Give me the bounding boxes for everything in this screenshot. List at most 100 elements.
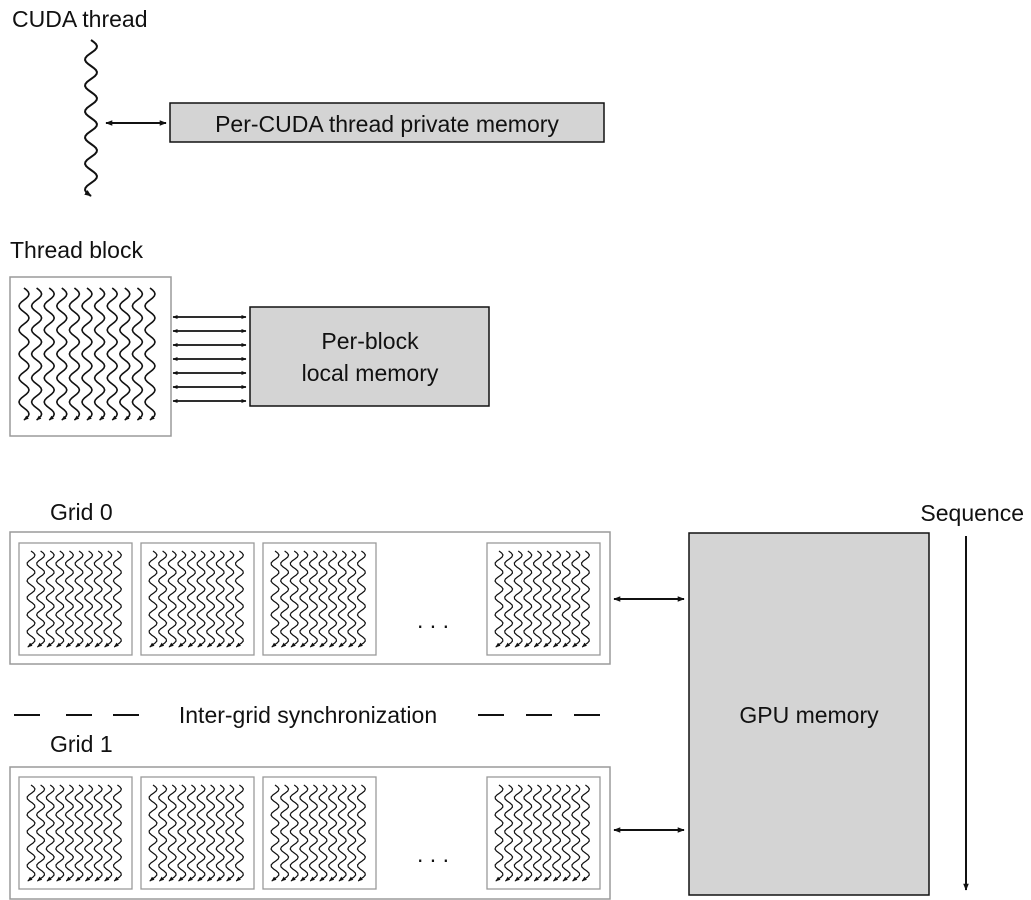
- grid-1-thread-squiggle: [186, 784, 197, 882]
- grid-1-thread-squiggle: [55, 784, 65, 882]
- grid-1-thread-squiggle: [308, 784, 319, 882]
- grid-1-thread-squiggle: [103, 784, 113, 882]
- grid-0-thread-squiggle: [523, 550, 533, 648]
- grid-1-thread-squiggle: [196, 784, 206, 882]
- grid-1-thread-squiggle: [532, 784, 543, 882]
- cuda-thread-squiggle: [83, 39, 99, 197]
- grid-1-thread-squiggle: [93, 784, 103, 882]
- per-block-memory-box: [249, 306, 490, 407]
- grid-1-thread-squiggle: [270, 784, 280, 882]
- block-thread-squiggle: [55, 287, 68, 421]
- grid-0-thread-squiggle: [279, 550, 290, 648]
- grid-0-thread-squiggle: [157, 550, 168, 648]
- grid-0-frame: [9, 531, 611, 665]
- grid-1-thread-squiggle: [551, 784, 562, 882]
- grid-0-thread-squiggle: [561, 550, 571, 648]
- grid-0-thread-squiggle: [225, 550, 235, 648]
- grid-1-thread-squiggle: [112, 784, 123, 882]
- grid-1-thread-squiggle: [347, 784, 357, 882]
- grid-0-thread-squiggle: [93, 550, 103, 648]
- grid-0-thread-squiggle: [205, 550, 216, 648]
- block-thread-squiggle: [93, 287, 106, 421]
- grid-1-thread-squiggle: [561, 784, 571, 882]
- thread-block-frame: [9, 276, 172, 437]
- thread-block-memory-arrows: [172, 315, 247, 403]
- grid-0-thread-squiggle: [337, 550, 347, 648]
- grid-1-thread-squiggle: [356, 784, 367, 882]
- grid-1-thread-squiggle: [318, 784, 328, 882]
- per-block-memory-label-line2: local memory: [302, 360, 439, 386]
- gpu-memory-box: [688, 532, 930, 896]
- grid-1-thread-squiggle: [580, 784, 591, 882]
- grid-0-thread-squiggle: [494, 550, 504, 648]
- grid-1-thread-squiggle: [35, 784, 46, 882]
- grid-1-thread-squiggle: [279, 784, 290, 882]
- grid-0-thread-squiggle: [347, 550, 357, 648]
- block-thread-squiggle: [18, 287, 30, 421]
- grid-0-thread-squiggle: [215, 550, 225, 648]
- grid-0-thread-squiggle: [532, 550, 543, 648]
- grid-0-thread-squiggle: [551, 550, 562, 648]
- grid-1-thread-squiggle: [177, 784, 187, 882]
- grid-1-frame: [9, 766, 611, 900]
- grid-1-thread-squiggle: [337, 784, 347, 882]
- grid-0-thread-squiggle: [308, 550, 319, 648]
- grid-1-thread-squiggle: [74, 784, 84, 882]
- grid-1-thread-squiggle: [225, 784, 235, 882]
- grid-1-thread-squiggle: [327, 784, 338, 882]
- grid-0-block-frame: [486, 542, 601, 656]
- grid-1-thread-squiggle: [45, 784, 55, 882]
- grid-1-thread-squiggle: [26, 784, 36, 882]
- grid-0-thread-squiggle: [234, 550, 245, 648]
- grid-1-thread-squiggle: [503, 784, 514, 882]
- thread-private-memory-box: [169, 102, 605, 143]
- grid-0-block-frame: [18, 542, 133, 656]
- grid-0-thread-squiggle: [83, 550, 94, 648]
- block-thread-squiggle: [118, 287, 131, 421]
- grid-1-blocks: [18, 776, 601, 890]
- grid-0-thread-squiggle: [112, 550, 123, 648]
- grid-0-thread-squiggle: [64, 550, 75, 648]
- grid-0-thread-squiggle: [327, 550, 338, 648]
- grid-0-thread-squiggle: [26, 550, 36, 648]
- thread-block-threads: [18, 287, 156, 421]
- block-thread-squiggle: [144, 287, 156, 421]
- grid-0-thread-squiggle: [270, 550, 280, 648]
- grid-1-ellipsis: . . .: [417, 841, 449, 867]
- grid-1-thread-squiggle: [571, 784, 581, 882]
- grid-1-block-frame: [486, 776, 601, 890]
- grid-1-thread-squiggle: [215, 784, 225, 882]
- grid-0-blocks: [18, 542, 601, 656]
- grid-1-block-frame: [18, 776, 133, 890]
- grid-0-thread-squiggle: [571, 550, 581, 648]
- block-thread-squiggle: [30, 287, 43, 421]
- grid-1-thread-squiggle: [167, 784, 177, 882]
- grid-0-thread-squiggle: [503, 550, 514, 648]
- grid-0-thread-squiggle: [356, 550, 367, 648]
- cuda-thread-title: CUDA thread: [12, 6, 148, 32]
- grid-1-thread-squiggle: [234, 784, 245, 882]
- block-thread-squiggle: [43, 287, 56, 421]
- grid-0-block-frame: [262, 542, 377, 656]
- grid-1-thread-squiggle: [513, 784, 523, 882]
- grid-1-thread-squiggle: [494, 784, 504, 882]
- grid-0-thread-squiggle: [148, 550, 158, 648]
- grid-1-thread-squiggle: [148, 784, 158, 882]
- grid-0-thread-squiggle: [318, 550, 328, 648]
- grid-0-thread-squiggle: [580, 550, 591, 648]
- inter-grid-sync-label: Inter-grid synchronization: [179, 702, 437, 728]
- grid-1-thread-squiggle: [64, 784, 75, 882]
- grid-1-thread-squiggle: [523, 784, 533, 882]
- grid-0-thread-squiggle: [542, 550, 552, 648]
- grid-1-thread-squiggle: [299, 784, 309, 882]
- thread-private-memory-label: Per-CUDA thread private memory: [215, 111, 559, 137]
- grid-0-thread-squiggle: [186, 550, 197, 648]
- grid-0-block-frame: [140, 542, 255, 656]
- block-thread-squiggle: [81, 287, 93, 421]
- sequence-label: Sequence: [920, 500, 1024, 526]
- grid-0-thread-squiggle: [167, 550, 177, 648]
- grid-1-title: Grid 1: [50, 731, 113, 757]
- grid-0-ellipsis: . . .: [417, 607, 449, 633]
- thread-block-title: Thread block: [10, 237, 143, 263]
- grid-1-thread-squiggle: [542, 784, 552, 882]
